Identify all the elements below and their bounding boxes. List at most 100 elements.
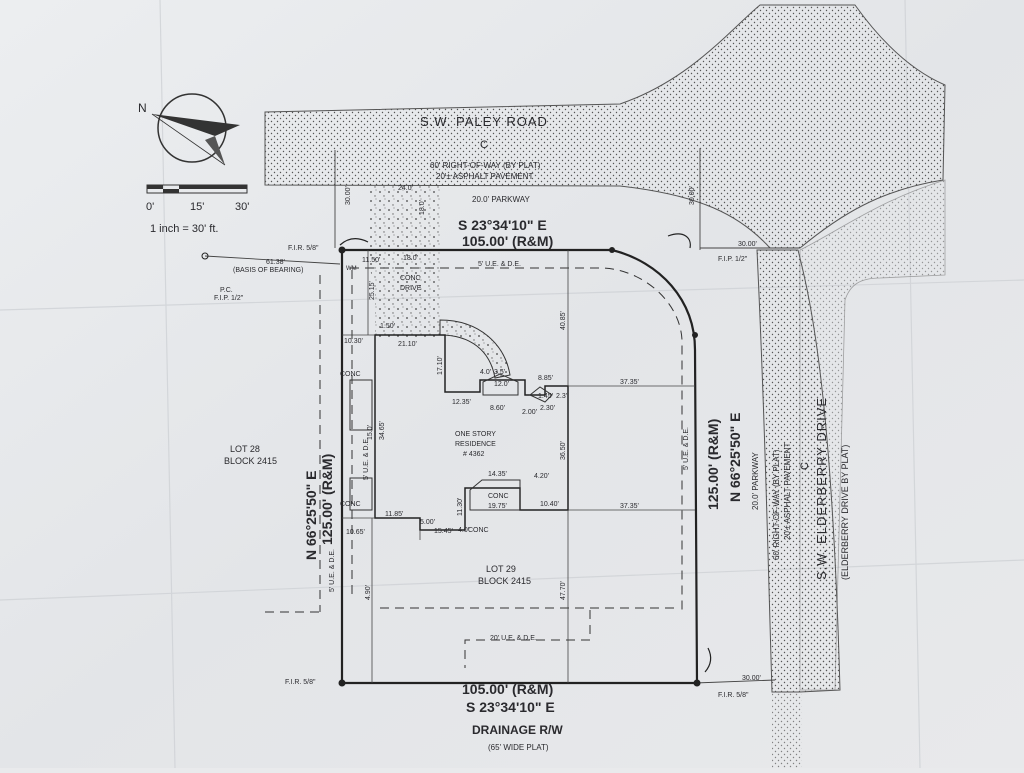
north-line-distance: 105.00' (R&M) <box>462 233 553 249</box>
dim-8-60: 8.60' <box>490 405 505 412</box>
ue-left-label-1: 5' U.E. & D.E. <box>329 549 336 592</box>
lot-boundary <box>340 248 699 685</box>
dim-61-38: 61.38' <box>266 259 285 266</box>
dim-30-ne: 30.00' <box>738 241 757 248</box>
residence-label-1: ONE STORY <box>455 431 496 438</box>
paley-row: 60' RIGHT-OF-WAY (BY PLAT) <box>430 161 541 170</box>
dim-15-0: 15.0' <box>367 425 374 440</box>
dim-14-35: 14.35' <box>488 471 507 478</box>
easement-lines <box>265 267 683 668</box>
dim-1-45: 1.45' <box>538 393 553 400</box>
dim-37-35b: 37.35' <box>620 503 639 510</box>
conc-pad-mid <box>469 479 521 511</box>
dim-21-10: 21.10' <box>398 341 417 348</box>
dim-30-right: 30.00' <box>689 186 696 205</box>
ue-left-label-2: 5' U.E. & D.E. <box>363 437 370 480</box>
fip-ne-label: F.I.P. 1/2" <box>718 256 748 263</box>
dim-30-se: 30.00' <box>742 675 761 682</box>
south-line-distance: 105.00' (R&M) <box>462 681 553 697</box>
dim-4-0b: 4.0' <box>458 527 469 534</box>
dim-11-85: 11.85' <box>385 511 403 518</box>
block-28-label: BLOCK 2415 <box>224 456 277 466</box>
row-lines <box>204 148 800 684</box>
conc-label-4: CONC <box>468 527 489 534</box>
parkway-right-label: 20.0' PARKWAY <box>751 451 760 510</box>
elderberry-plat-name: (ELDERBERRY DRIVE BY PLAT) <box>840 445 850 580</box>
fip-pc-label: F.I.P. 1/2" <box>214 295 244 302</box>
east-line-distance: 125.00' (R&M) <box>705 419 721 510</box>
monuments <box>201 246 701 687</box>
paley-pavement: 20'± ASPHALT PAVEMENT <box>436 172 533 181</box>
porch-side <box>529 386 553 403</box>
ue-top-label: 5' U.E. & D.E. <box>478 261 521 268</box>
dim-5-00: 5.00' <box>420 519 435 526</box>
dim-34-65: 34.65' <box>379 421 386 440</box>
north-label: N <box>138 101 147 115</box>
dim-4-90: 4.90' <box>365 585 372 600</box>
dim-10-65: 10.65' <box>346 529 365 536</box>
block-29-label: BLOCK 2415 <box>478 576 531 586</box>
conc-label-3: CONC <box>488 493 509 500</box>
corner-arrow-nw <box>339 238 369 246</box>
concrete-drive <box>368 186 440 338</box>
dim-3-5: 3.5' <box>494 369 505 376</box>
dim-11-50: 11.50' <box>362 257 380 264</box>
conc-drive-label-1: CONC <box>400 275 421 282</box>
conc-pad-left <box>349 379 373 431</box>
dim-18: 18.0' <box>403 255 418 262</box>
conc-label-1: CONC <box>340 371 361 378</box>
pc-label: P.C. <box>220 287 233 294</box>
south-line-bearing: S 23°34'10" E <box>466 699 555 715</box>
east-line-bearing: N 66°25'50" E <box>727 412 743 502</box>
dim-25-15: 25.15' <box>369 281 376 300</box>
dim-10-40: 10.40' <box>540 501 559 508</box>
elderberry-south-area <box>772 692 802 768</box>
residence-label-3: # 4362 <box>463 451 485 458</box>
dim-30-left: 30.00' <box>345 186 352 205</box>
porch-front <box>482 373 519 396</box>
west-line-distance: 125.00' (R&M) <box>319 454 335 545</box>
dim-4-0: 4.0' <box>480 369 491 376</box>
elderberry-row: 60' RIGHT-OF-WAY (BY PLAT) <box>772 449 781 560</box>
dim-2-3: 2.3' <box>556 393 567 400</box>
fir-se-label: F.I.R. 5/8" <box>718 692 749 699</box>
corner-arrow-ne <box>667 233 691 249</box>
ue-bottom-label: 20' U.E. & D.E. <box>490 635 537 642</box>
dim-36-50: 36.50' <box>560 441 567 460</box>
scale-label-0: 0' <box>146 201 154 213</box>
dim-19-75: 19.75' <box>488 503 507 510</box>
lot-29-label: LOT 29 <box>486 564 516 574</box>
north-arrow: N <box>138 93 240 166</box>
dim-37-35a: 37.35' <box>620 379 639 386</box>
elderberry-centerline: C <box>799 462 811 470</box>
north-line-bearing: S 23°34'10" E <box>458 217 547 233</box>
lot-28-label: LOT 28 <box>230 444 260 454</box>
dim-15-45: 15.45' <box>434 528 453 535</box>
dimension-lines <box>342 250 695 683</box>
elderberry-east-area <box>799 179 946 691</box>
dim-1-50: 1.50' <box>380 323 395 330</box>
dim-12-0: 12.0' <box>494 381 509 388</box>
dim-40-85: 40.85' <box>560 311 567 330</box>
dim-11-30: 11.30' <box>457 498 464 516</box>
dim-4-20: 4.20' <box>534 473 549 480</box>
dim-18-vert: 18.0' <box>419 200 426 215</box>
conc-label-2: CONC <box>340 501 361 508</box>
scale-caption: 1 inch = 30' ft. <box>150 223 218 235</box>
conc-pad-left2 <box>349 477 373 511</box>
dim-47-70: 47.70' <box>560 581 567 600</box>
conc-drive-label-2: DRIVE <box>400 285 422 292</box>
paley-road-area <box>264 4 946 249</box>
elderberry-road-name: S.W. ELDERBERRY DRIVE <box>814 397 829 580</box>
corner-arrow-se <box>704 647 712 673</box>
scale-label-30: 30' <box>235 201 249 213</box>
west-line-bearing: N 66°25'50" E <box>303 470 319 560</box>
dim-24: 24.0' <box>398 185 413 192</box>
drainage-sublabel: (65' WIDE PLAT) <box>488 743 549 752</box>
ue-right-label: 5' U.E. & D.E. <box>683 427 690 470</box>
paley-centerline: C <box>480 139 488 151</box>
dim-2-00: 2.00' <box>522 409 537 416</box>
fir-sw-label: F.I.R. 5/8" <box>285 679 316 686</box>
paley-road-name: S.W. PALEY ROAD <box>420 114 548 129</box>
